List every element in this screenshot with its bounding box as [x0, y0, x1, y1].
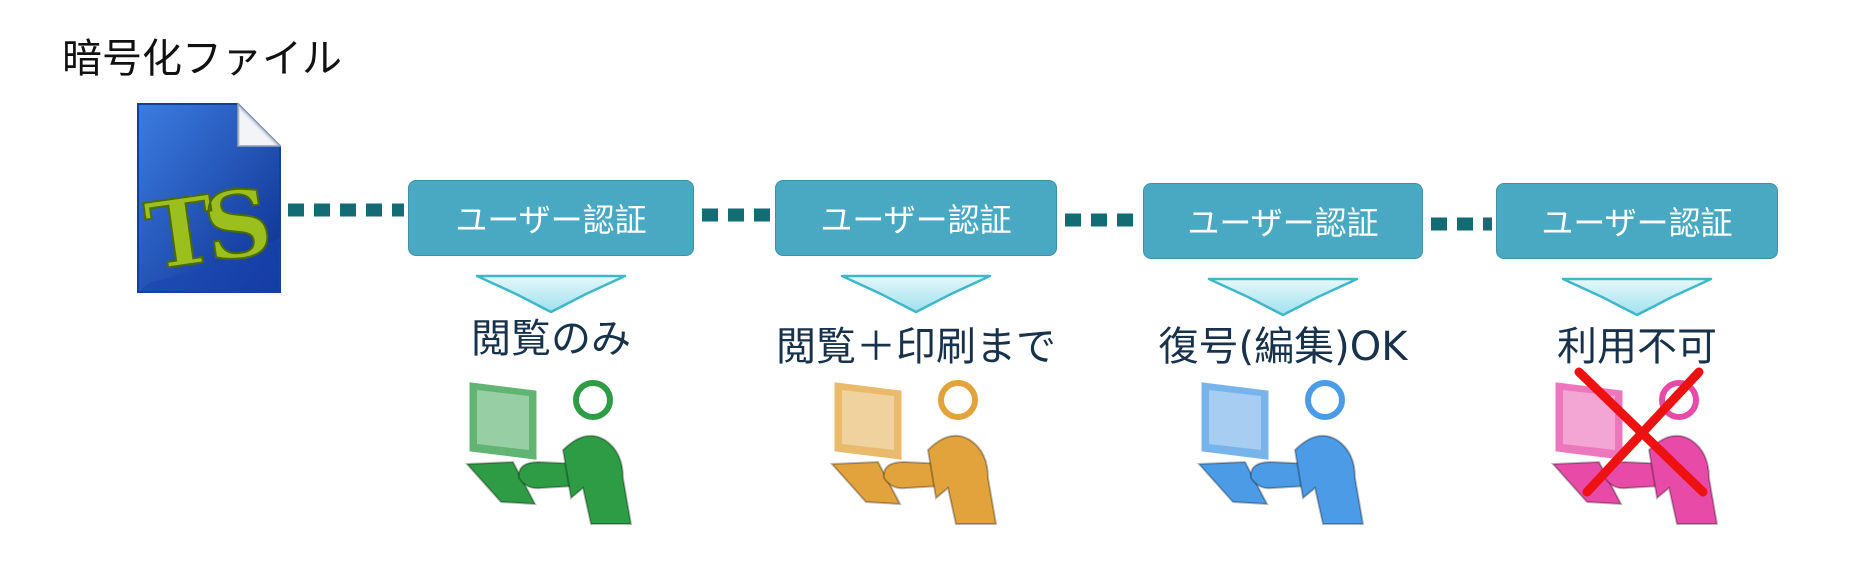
down-arrow-icon: [1207, 277, 1359, 317]
user-at-computer-icon: [829, 380, 998, 525]
access-level-label: 利用不可: [1557, 324, 1717, 370]
user-at-computer-icon: [1196, 380, 1365, 525]
access-level-label: 復号(編集)OK: [1158, 324, 1408, 370]
user-at-computer-icon: [464, 380, 633, 525]
access-level-label: 閲覧のみ: [471, 316, 631, 362]
dotted-connector: [288, 203, 1492, 231]
down-arrow-icon: [475, 274, 627, 314]
user-at-computer-icon: [1550, 380, 1719, 525]
deny-x-icon: [1574, 367, 1708, 497]
encrypted-file-icon: TS: [137, 102, 282, 293]
user-auth-box: ユーザー認証: [1496, 183, 1778, 259]
down-arrow-icon: [1561, 277, 1713, 317]
down-arrow-icon: [840, 274, 992, 314]
user-auth-box: ユーザー認証: [1143, 183, 1423, 259]
file-logo-text: TS: [140, 168, 273, 292]
user-auth-box: ユーザー認証: [408, 180, 694, 256]
access-level-label: 閲覧＋印刷まで: [776, 324, 1056, 370]
diagram-title: 暗号化ファイル: [62, 36, 342, 82]
user-auth-box: ユーザー認証: [775, 180, 1057, 256]
